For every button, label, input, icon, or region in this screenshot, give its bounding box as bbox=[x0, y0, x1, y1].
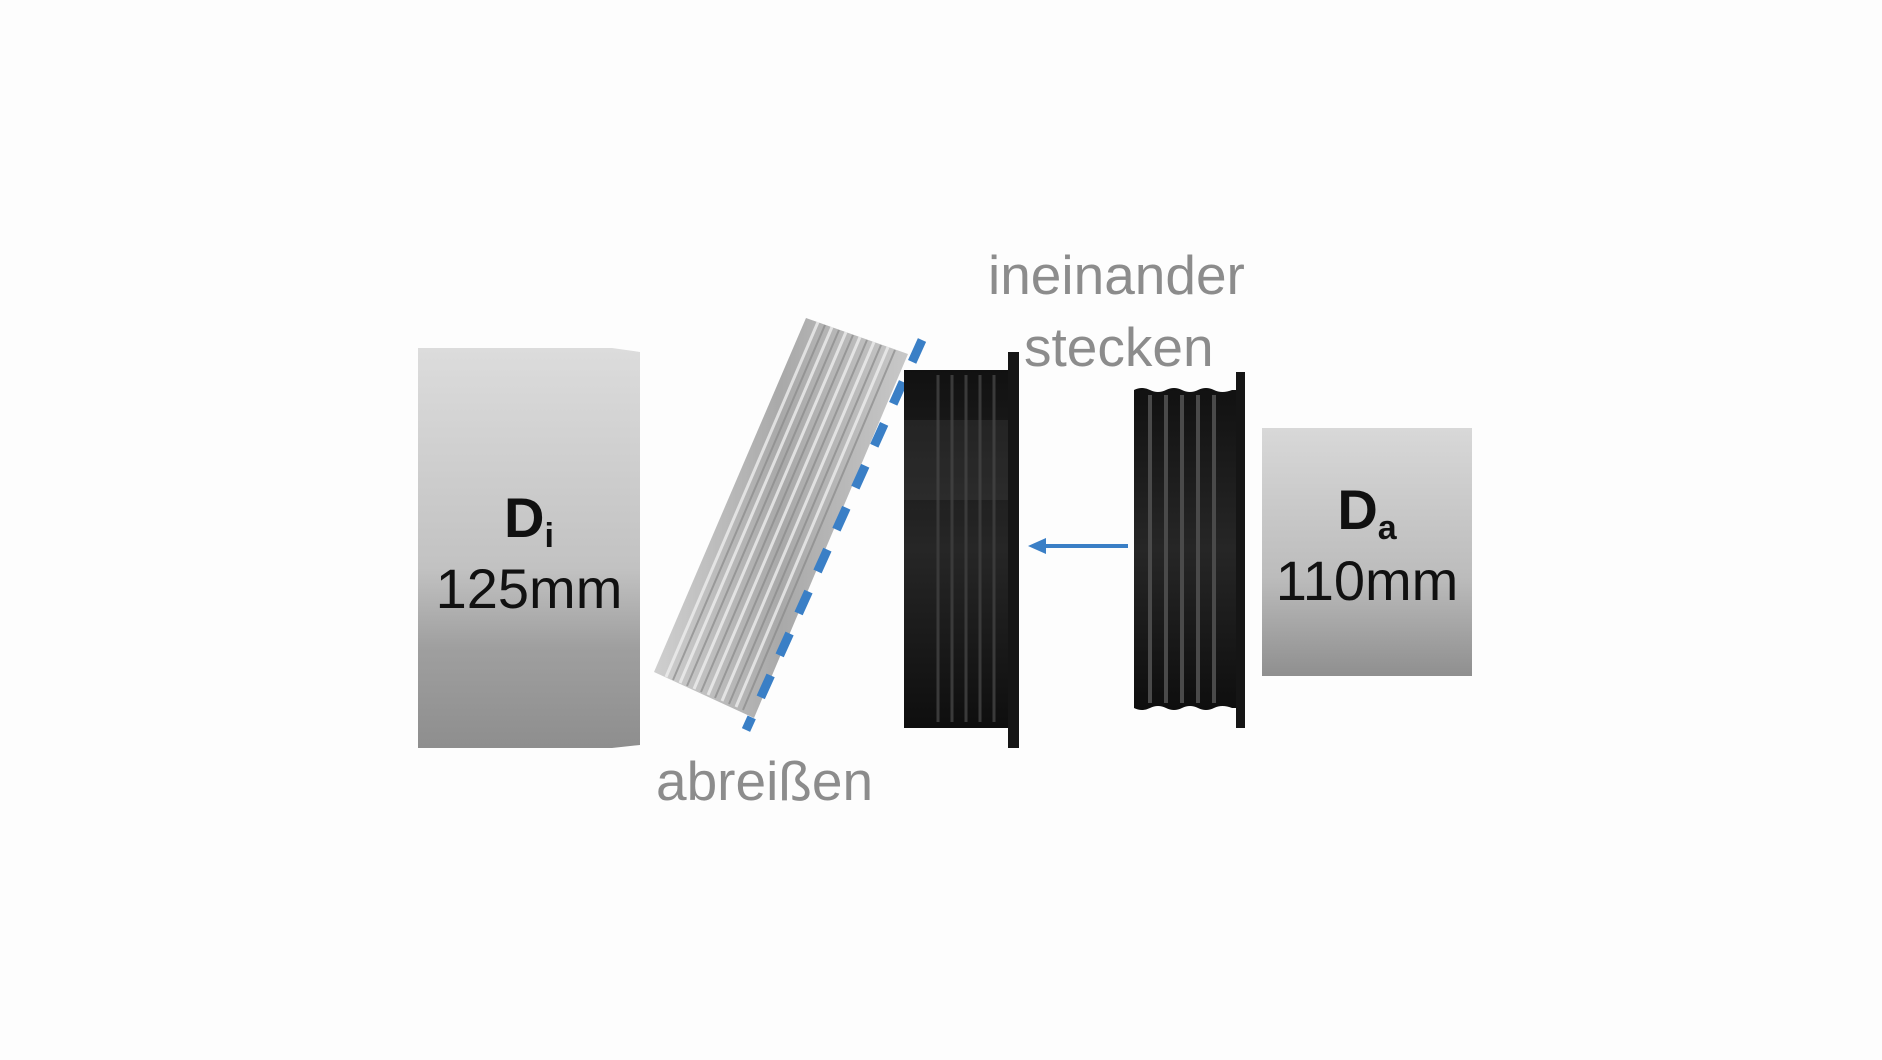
label-plug-together-line2: stecken bbox=[1024, 316, 1214, 378]
pipe-outer-body bbox=[1262, 428, 1472, 676]
pipe-inner-dimension: Di 125mm bbox=[418, 490, 640, 617]
pipe-outer-dimension: Da 110mm bbox=[1262, 482, 1472, 609]
adapter-large-black bbox=[904, 352, 1019, 748]
insert-arrow-icon bbox=[1028, 538, 1128, 554]
pipe-outer-value: 110mm bbox=[1275, 549, 1459, 612]
label-tear-off: abreißen bbox=[656, 750, 874, 812]
pipe-inner-symbol: Di bbox=[504, 486, 554, 555]
label-plug-together-line1: ineinander bbox=[988, 244, 1245, 306]
pipe-outer-symbol: Da bbox=[1337, 478, 1397, 547]
adapter-small-black bbox=[1134, 372, 1245, 728]
silver-ribbed-section bbox=[654, 318, 908, 718]
pipe-inner-body bbox=[418, 348, 640, 748]
pipe-inner-value: 125mm bbox=[435, 557, 623, 620]
